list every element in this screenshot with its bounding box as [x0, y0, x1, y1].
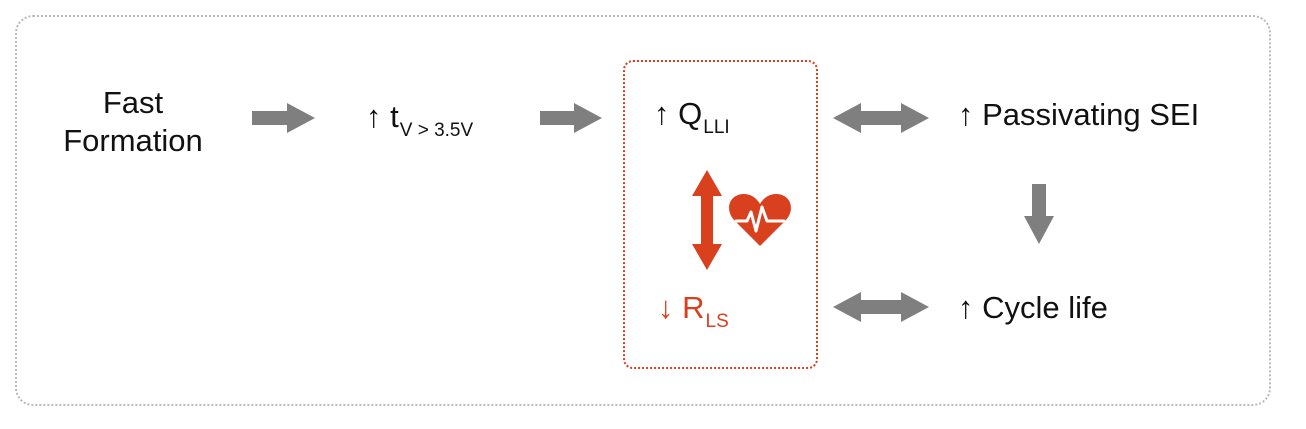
time-above-voltage-main: t	[390, 99, 399, 134]
r-ls-subscript: LS	[705, 311, 729, 332]
heart-pulse-icon	[729, 194, 791, 246]
diagram-frame	[15, 15, 1271, 406]
r-ls-label: ↓ RLS	[658, 290, 729, 331]
q-lli-arrow: ↑	[654, 96, 670, 131]
fast-formation-line2: Formation	[63, 123, 203, 158]
highlight-box	[623, 60, 818, 369]
q-lli-label: ↑ QLLI	[654, 96, 730, 137]
right-arrow-fast-formation-to-time	[252, 103, 315, 133]
vertical-double-arrow-q-lli-r-ls	[692, 170, 722, 270]
right-arrow-time-to-q-lli	[540, 103, 602, 133]
passivating-sei-label: ↑ Passivating SEI	[958, 97, 1200, 132]
fast-formation-line1: Fast	[102, 85, 164, 120]
r-ls-main: R	[682, 290, 705, 325]
double-arrow-r-ls-cycle-life	[833, 292, 929, 322]
time-above-voltage-arrow: ↑	[366, 99, 382, 134]
time-above-voltage-label: ↑ tV > 3.5V	[366, 99, 473, 140]
time-above-voltage-subscript: V > 3.5V	[399, 120, 474, 141]
down-arrow-passivating-sei-to-cycle-life	[1024, 184, 1054, 244]
r-ls-arrow: ↓	[658, 290, 674, 325]
q-lli-subscript: LLI	[703, 117, 730, 138]
cycle-life-label: ↑ Cycle life	[958, 290, 1108, 325]
fast-formation-label: Fast Formation	[43, 84, 223, 160]
double-arrow-q-lli-passivating-sei	[833, 103, 929, 133]
q-lli-main: Q	[678, 96, 703, 131]
